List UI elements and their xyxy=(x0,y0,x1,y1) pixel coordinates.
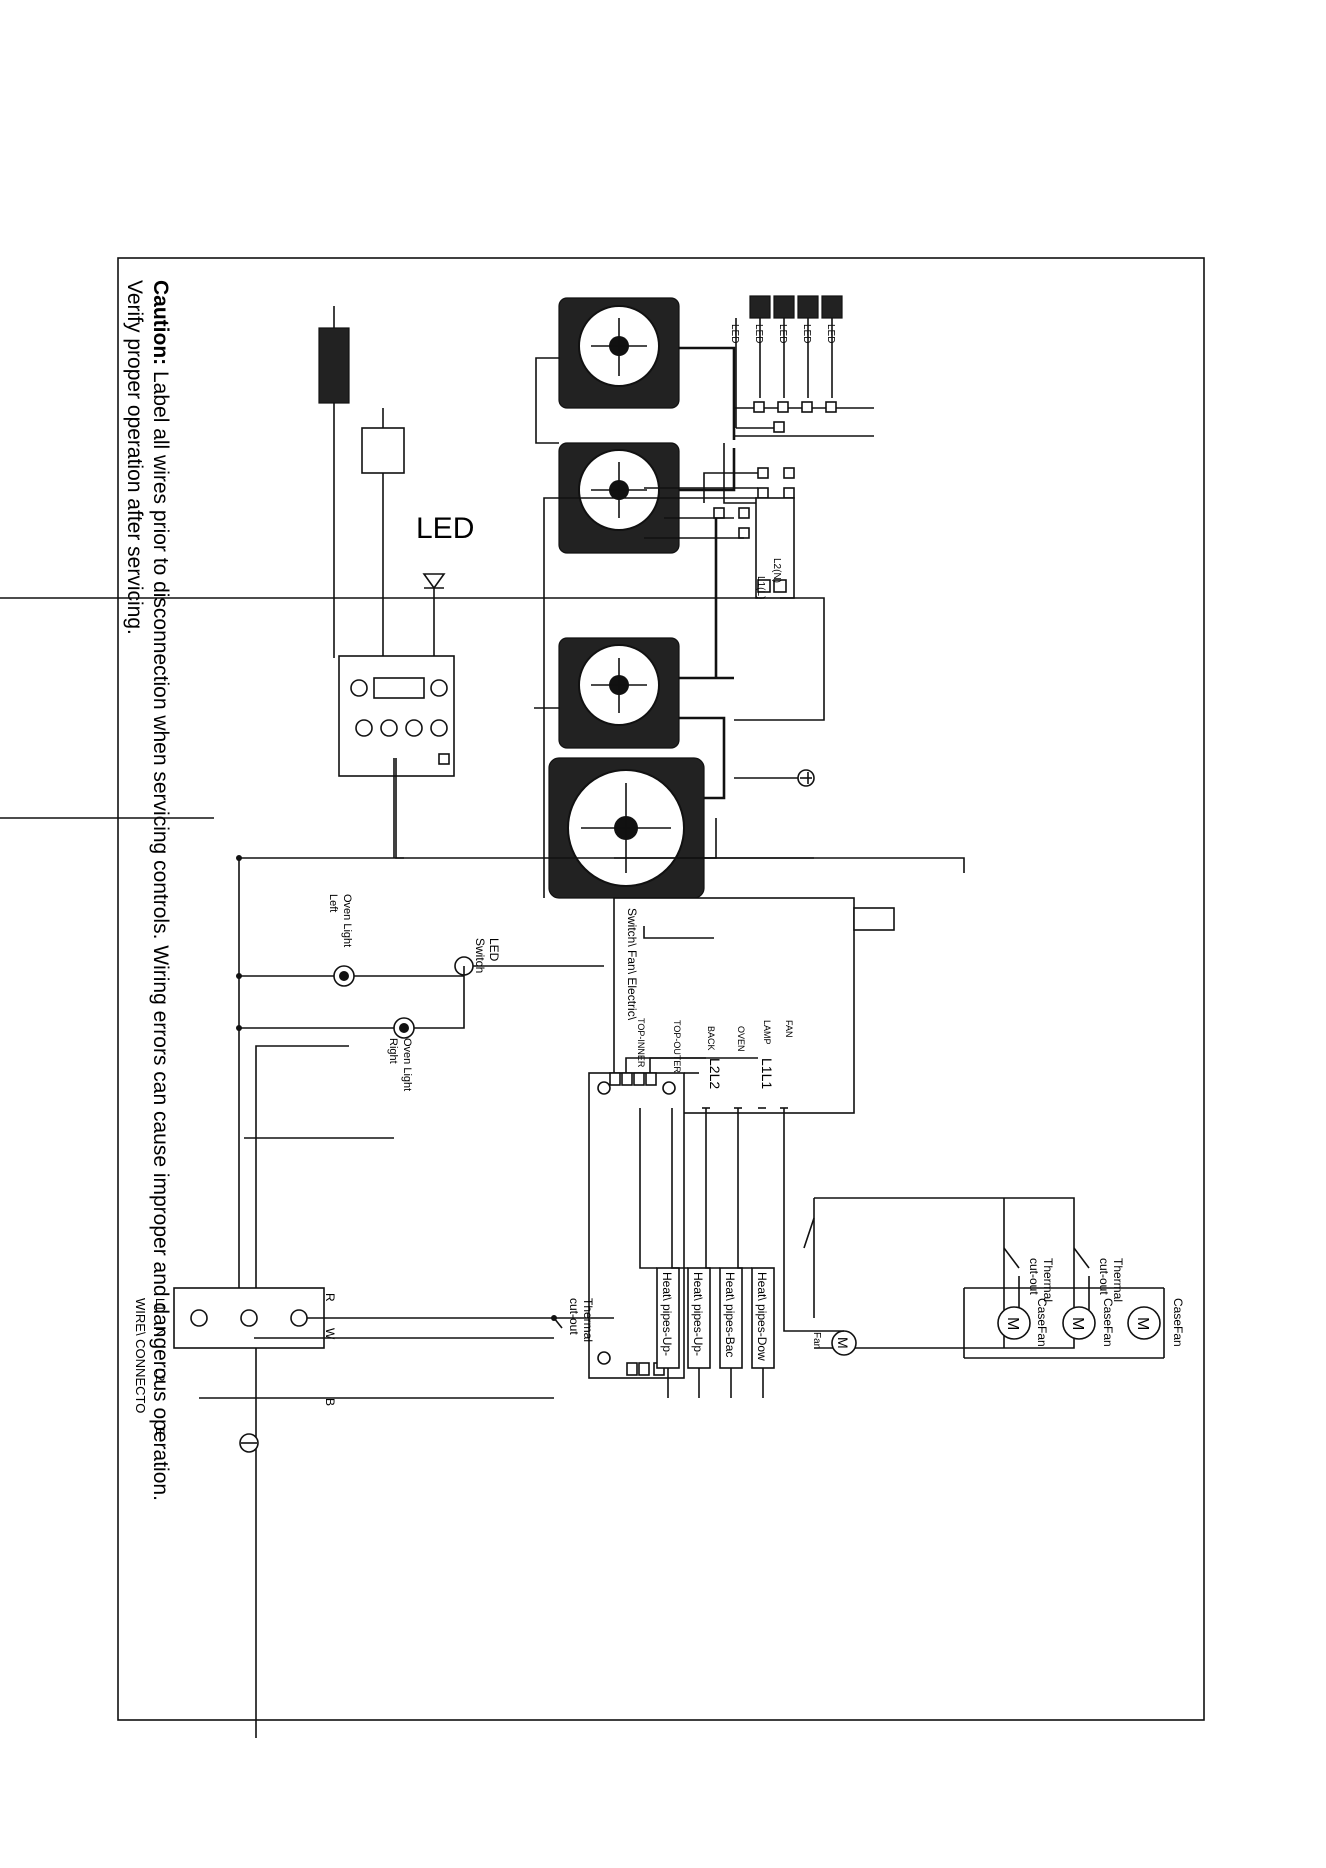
heat-pipe-up-outer: Heat\ pipes-Up- xyxy=(671,1108,711,1398)
led-strip-label: LED xyxy=(753,324,764,343)
heat-pipe-back-label: Heat\ pipes-Bac xyxy=(723,1272,737,1357)
thermal-cutout-3: Thermal cut-out xyxy=(553,1298,595,1342)
caution-line-1: Caution: Label all wires prior to discon… xyxy=(149,280,172,1501)
led-strip-label: LED xyxy=(777,324,788,343)
wire-connector: R W B L1 N L2 E WIRE\ CONNECTO xyxy=(133,1287,554,1453)
case-fan-3: M CaseFan xyxy=(997,1298,1049,1347)
timer-control-board xyxy=(338,655,965,873)
caution-label: Caution: xyxy=(149,280,172,365)
term-top-outer: TOP-OUTER xyxy=(672,1020,682,1073)
heat-pipes: Heat\ pipes-Up- Heat\ pipes-Up- Heat\ pi… xyxy=(639,1108,775,1398)
oven-light-left-label-2: Left xyxy=(327,894,339,912)
fan-motor-label: Fan xyxy=(811,1332,822,1349)
case-fan-1: M CaseFan xyxy=(1127,1298,1185,1347)
led-switch: LED Switch xyxy=(454,938,604,976)
term-oven: OVEN xyxy=(736,1026,746,1052)
heat-pipe-up-inner-label: Heat\ pipes-Up- xyxy=(660,1272,674,1356)
thermal-2-label-a: Thermal xyxy=(1041,1258,1055,1302)
oven-light-right: Oven Light Right xyxy=(387,1017,415,1091)
bus-wires xyxy=(0,817,814,1321)
led-strip-4: LED xyxy=(749,295,771,398)
led-strip-label: LED xyxy=(801,324,812,343)
case-fan-group: M CaseFan M CaseFan M CaseFan xyxy=(963,1287,1185,1359)
led-switch-label-1: LED xyxy=(487,938,501,962)
led-strip-3: LED xyxy=(773,295,795,398)
case-fan-1-label: CaseFan xyxy=(1171,1298,1185,1347)
conn-l2: L2 xyxy=(153,1368,167,1382)
convection-motor-4-large xyxy=(548,757,705,899)
term-back: BACK xyxy=(706,1026,716,1051)
terminal-l1l-label: L1(L) xyxy=(755,576,766,599)
conn-r: R xyxy=(323,1293,337,1302)
led-strip-label: LED xyxy=(729,324,740,343)
heat-pipe-down: Heat\ pipes-Dow xyxy=(737,1108,775,1398)
convection-motor-1 xyxy=(558,297,680,409)
thermal-1-label-b: cut-out xyxy=(1097,1258,1111,1295)
rotary-switch-top xyxy=(318,306,350,658)
conn-n: N xyxy=(153,1328,167,1337)
selector-knob xyxy=(361,408,405,668)
motor-wires xyxy=(534,346,795,898)
conn-b: B xyxy=(323,1398,337,1406)
thermal-3-label-b: cut-out xyxy=(567,1298,581,1335)
case-fan-3-m: M xyxy=(1004,1317,1021,1330)
case-fan-1-m: M xyxy=(1134,1317,1151,1330)
led-strip-5: LED xyxy=(729,318,740,428)
term-l1l1: L1L1 xyxy=(759,1058,775,1089)
caution-text: Label all wires prior to disconnection w… xyxy=(149,365,172,1501)
term-lamp: LAMP xyxy=(762,1020,772,1045)
oven-light-right-label-1: Oven Light xyxy=(401,1038,413,1091)
led-group: LED LED LED LED LED xyxy=(729,295,843,428)
thermal-2-label-b: cut-out xyxy=(1027,1258,1041,1295)
case-fan-2-label: CaseFan xyxy=(1101,1298,1115,1347)
led-big-label: LED xyxy=(416,512,474,545)
thermal-cutout-1: Thermal cut-out xyxy=(803,1198,1125,1318)
term-top-inner: TOP-INNER xyxy=(636,1018,646,1068)
thermal-3-label-a: Thermal xyxy=(581,1298,595,1342)
rotated-diagram: Caution: Label all wires prior to discon… xyxy=(0,280,1185,1738)
case-fan-2-m: M xyxy=(1069,1317,1086,1330)
main-control-module: Switch\ Fan\ Electric\ L2L2 L1L1 TOP-INN… xyxy=(613,897,895,1114)
term-l2l2: L2L2 xyxy=(707,1058,723,1089)
conn-w: W xyxy=(323,1328,337,1340)
led-connector-bar xyxy=(734,401,874,437)
conn-l1: L1 xyxy=(153,1298,167,1312)
led-strip-label: LED xyxy=(825,324,836,343)
terminal-l2n-label: L2(N) xyxy=(771,558,782,583)
case-fan-3-label: CaseFan xyxy=(1035,1298,1049,1347)
oven-light-right-label-2: Right xyxy=(387,1038,399,1064)
case-fan-2: M CaseFan xyxy=(1062,1298,1115,1347)
terminal-block-right: L2(N) L1(L) xyxy=(0,497,825,721)
term-fan: FAN xyxy=(784,1020,794,1038)
led-strip-2: LED xyxy=(797,295,819,398)
conn-e: E xyxy=(153,1428,167,1436)
led-switch-label-2: Switch xyxy=(473,938,487,973)
wire-connector-label: WIRE\ CONNECTO xyxy=(133,1298,148,1413)
led-strip-1: LED xyxy=(821,295,843,398)
thermal-1-label-a: Thermal xyxy=(1111,1258,1125,1302)
convection-motor-3 xyxy=(558,637,680,749)
convection-fan-motor: M Fan xyxy=(783,1108,857,1356)
diagram-frame xyxy=(117,257,1205,1721)
heat-pipe-down-label: Heat\ pipes-Dow xyxy=(755,1272,769,1361)
heat-pipe-back: Heat\ pipes-Bac xyxy=(705,1108,743,1398)
ground-terminal-right xyxy=(734,769,815,787)
thermal-cutout-2: Thermal cut-out xyxy=(1027,1258,1055,1302)
fan-motor-m: M xyxy=(835,1337,851,1349)
light-wiring xyxy=(238,857,465,1738)
oven-light-left-label-1: Oven Light xyxy=(341,894,353,947)
led-indicator: LED xyxy=(416,512,474,678)
switch-fan-label: Switch\ Fan\ Electric\ xyxy=(625,908,639,1021)
heat-pipe-up-inner: Heat\ pipes-Up- xyxy=(639,1108,680,1398)
heat-pipe-up-outer-label: Heat\ pipes-Up- xyxy=(691,1272,705,1356)
caution-line-2: Verify proper operation after servicing. xyxy=(123,280,146,635)
oven-light-left: Oven Light Left xyxy=(327,894,355,987)
